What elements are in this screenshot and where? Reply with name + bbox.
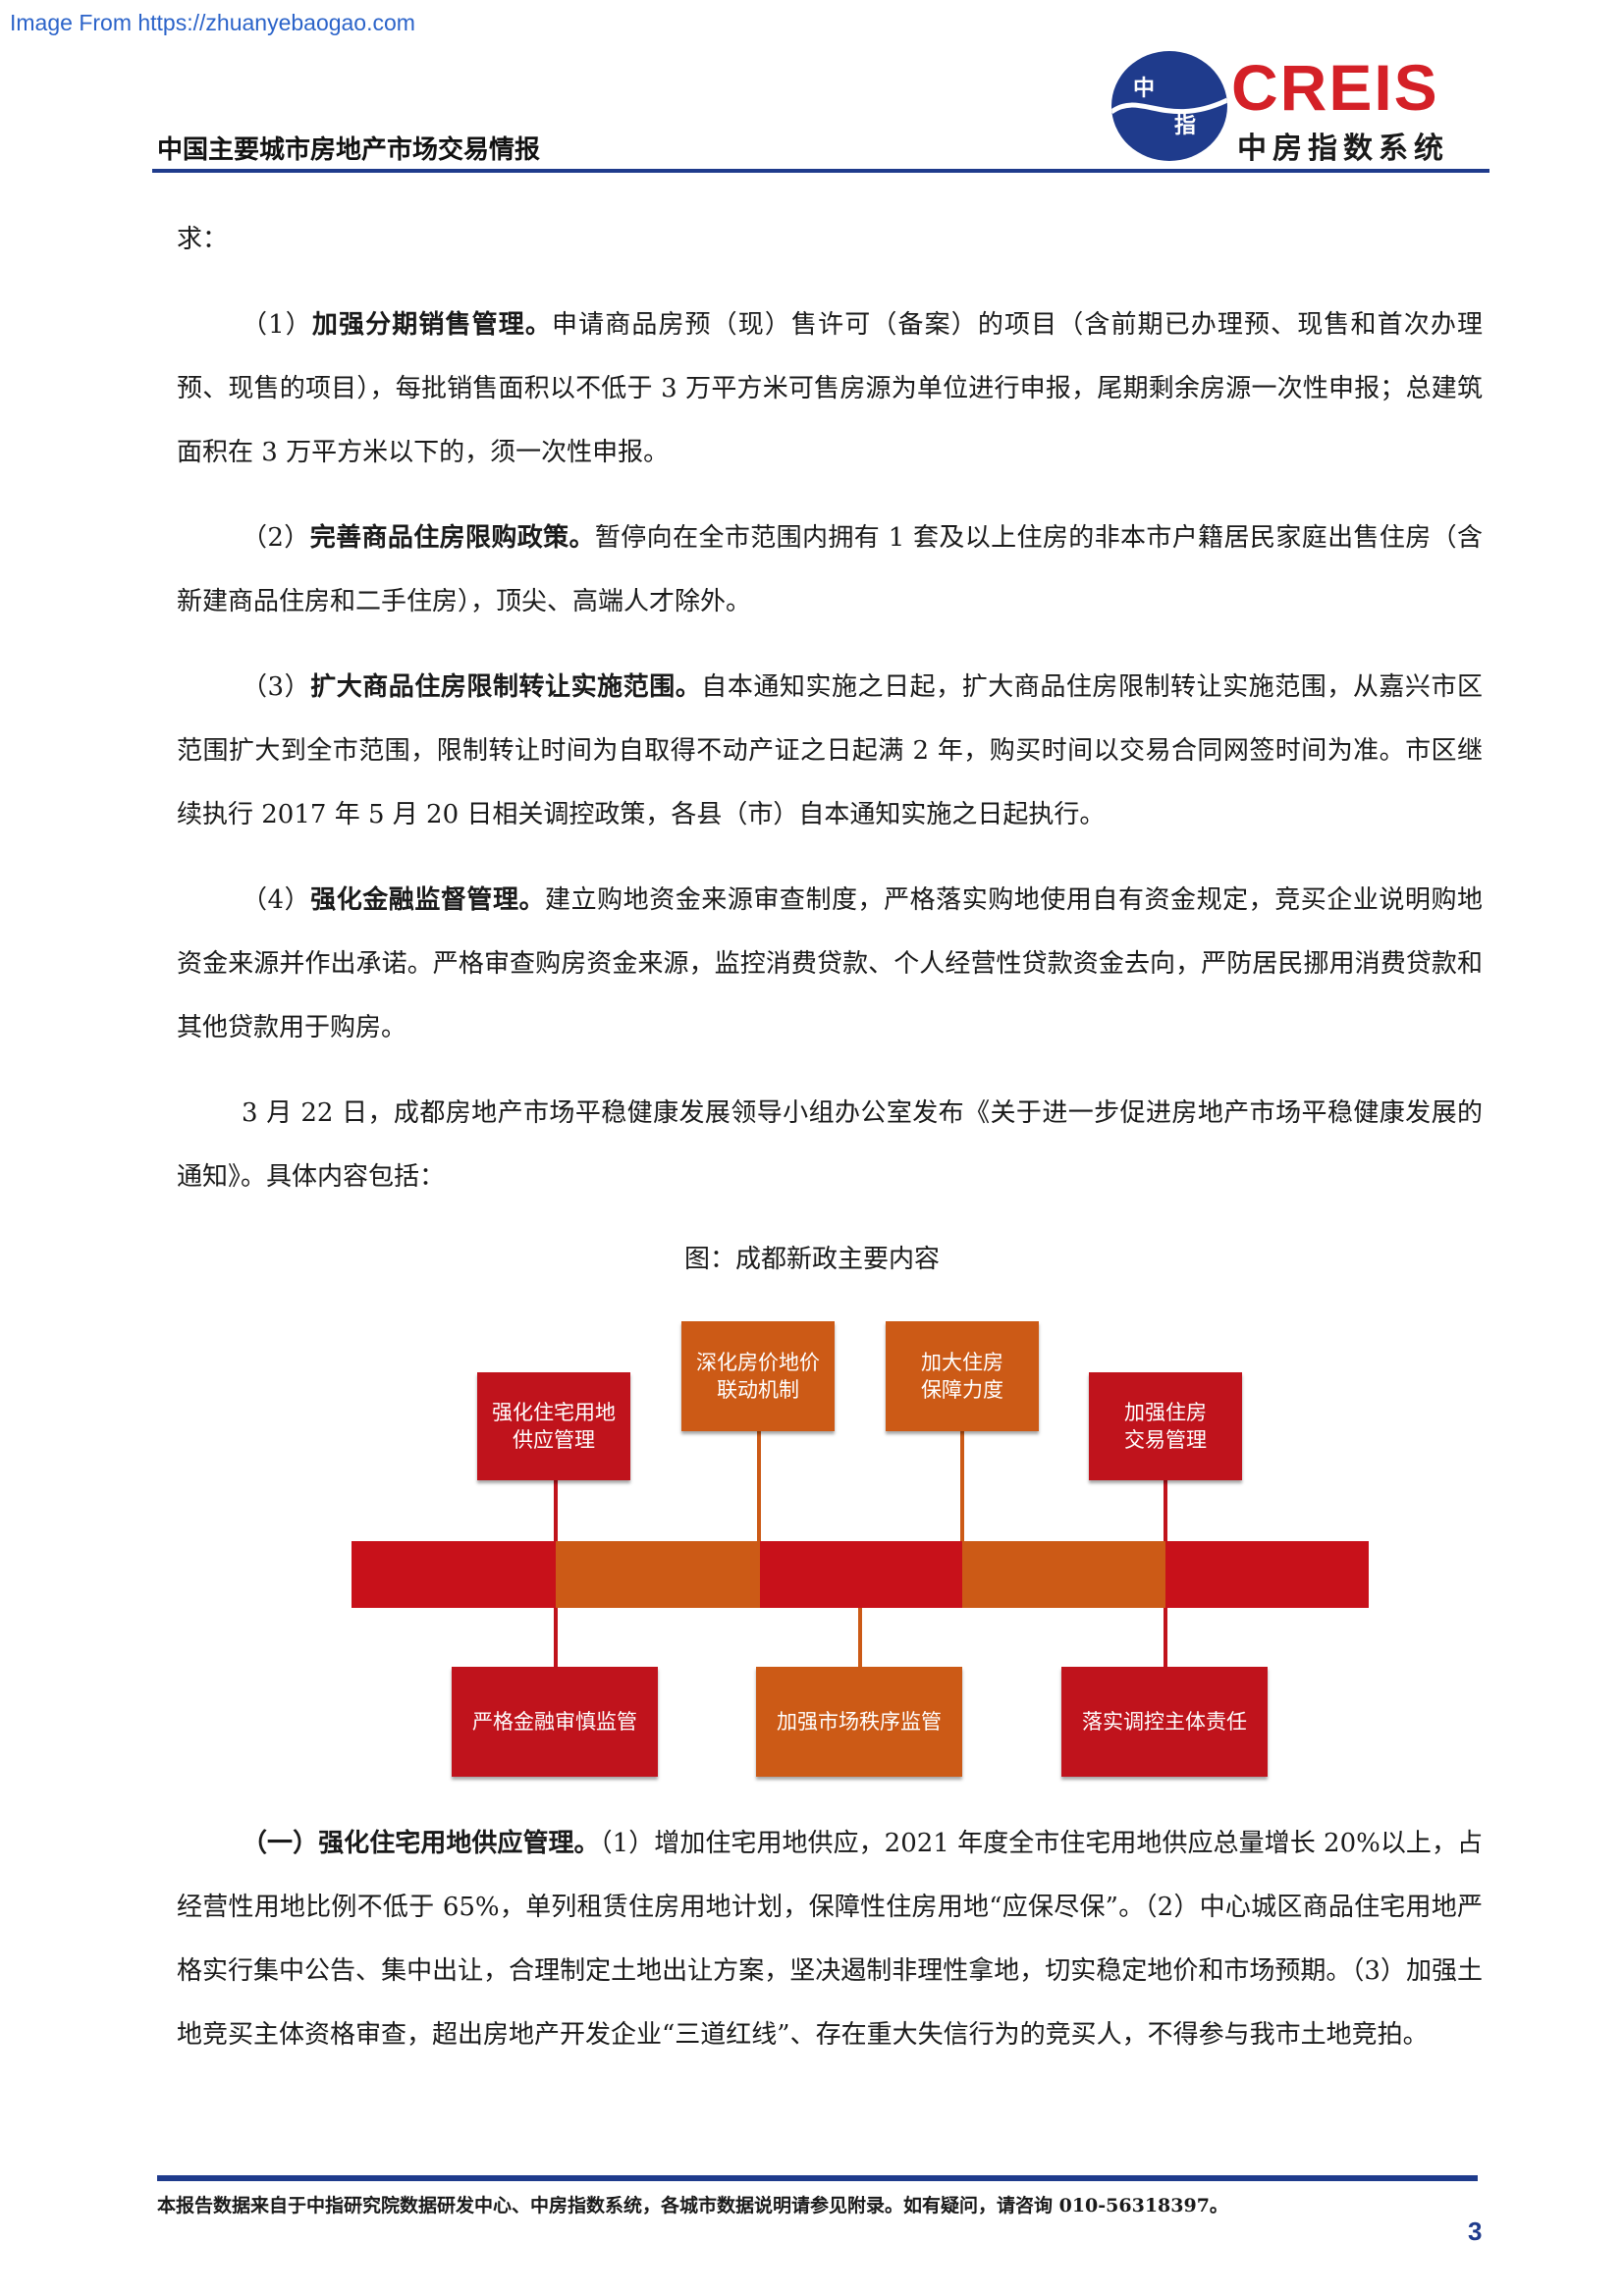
body-text: 求： （1）加强分期销售管理。申请商品房预（现）售许可（备案）的项目（含前期已办… bbox=[177, 208, 1483, 1231]
policy-box-market-order: 加强市场秩序监管 bbox=[756, 1667, 962, 1777]
timeline-segment-4 bbox=[962, 1541, 1165, 1608]
paragraph-transfer-restriction: （3）扩大商品住房限制转让实施范围。自本通知实施之日起，扩大商品住房限制转让实施… bbox=[177, 672, 1483, 829]
logo-wave-icon bbox=[1111, 97, 1227, 115]
paragraph-purchase-restriction: （2）完善商品住房限购政策。暂停向在全市范围内拥有 1 套及以上住房的非本市户籍… bbox=[177, 523, 1483, 616]
policy-box-financial-supervision: 严格金融审慎监管 bbox=[452, 1667, 658, 1777]
paragraph-land-supply: （一）强化住宅用地供应管理。（1）增加住宅用地供应，2021 年度全市住宅用地供… bbox=[177, 1829, 1483, 2050]
logo-char-bottom: 指 bbox=[1174, 113, 1197, 138]
paragraph-installment-sales: （1）加强分期销售管理。申请商品房预（现）售许可（备案）的项目（含前期已办理预、… bbox=[177, 310, 1483, 467]
policy-box-transaction-management: 加强住房交易管理 bbox=[1089, 1372, 1242, 1480]
footer-divider bbox=[157, 2175, 1478, 2181]
paragraph-continuation: 求： bbox=[177, 225, 229, 254]
source-link[interactable]: Image From https://zhuanyebaogao.com bbox=[10, 10, 415, 35]
figure-caption: 图：成都新政主要内容 bbox=[683, 1245, 940, 1274]
timeline-bar bbox=[352, 1541, 1369, 1608]
logo-brand: CREIS bbox=[1231, 51, 1439, 124]
logo-subtitle: 中房指数系统 bbox=[1237, 132, 1449, 166]
report-title: 中国主要城市房地产市场交易情报 bbox=[157, 135, 541, 165]
paragraph-financial-supervision: （4）强化金融监督管理。建立购地资金来源审查制度，严格落实购地使用自有资金规定，… bbox=[177, 885, 1483, 1042]
policy-box-main-responsibility: 落实调控主体责任 bbox=[1061, 1667, 1268, 1777]
logo-emblem: 中 指 bbox=[1111, 51, 1227, 161]
paragraph-chengdu-notice: 3 月 22 日，成都房地产市场平稳健康发展领导小组办公室发布《关于进一步促进房… bbox=[177, 1098, 1483, 1192]
policy-box-price-linkage: 深化房价地价联动机制 bbox=[681, 1321, 835, 1431]
page-number: 3 bbox=[1468, 2216, 1483, 2246]
timeline-segment-2 bbox=[556, 1541, 760, 1608]
policy-box-housing-security: 加大住房保障力度 bbox=[886, 1321, 1039, 1431]
creis-logo: 中 指 CREIS 中房指数系统 bbox=[1111, 51, 1494, 167]
logo-char-top: 中 bbox=[1133, 76, 1156, 101]
header-divider bbox=[152, 169, 1489, 173]
footer-note: 本报告数据来自于中指研究院数据研发中心、中房指数系统，各城市数据说明请参见附录。… bbox=[157, 2195, 1228, 2216]
policy-box-land-supply: 强化住宅用地供应管理 bbox=[477, 1372, 630, 1480]
